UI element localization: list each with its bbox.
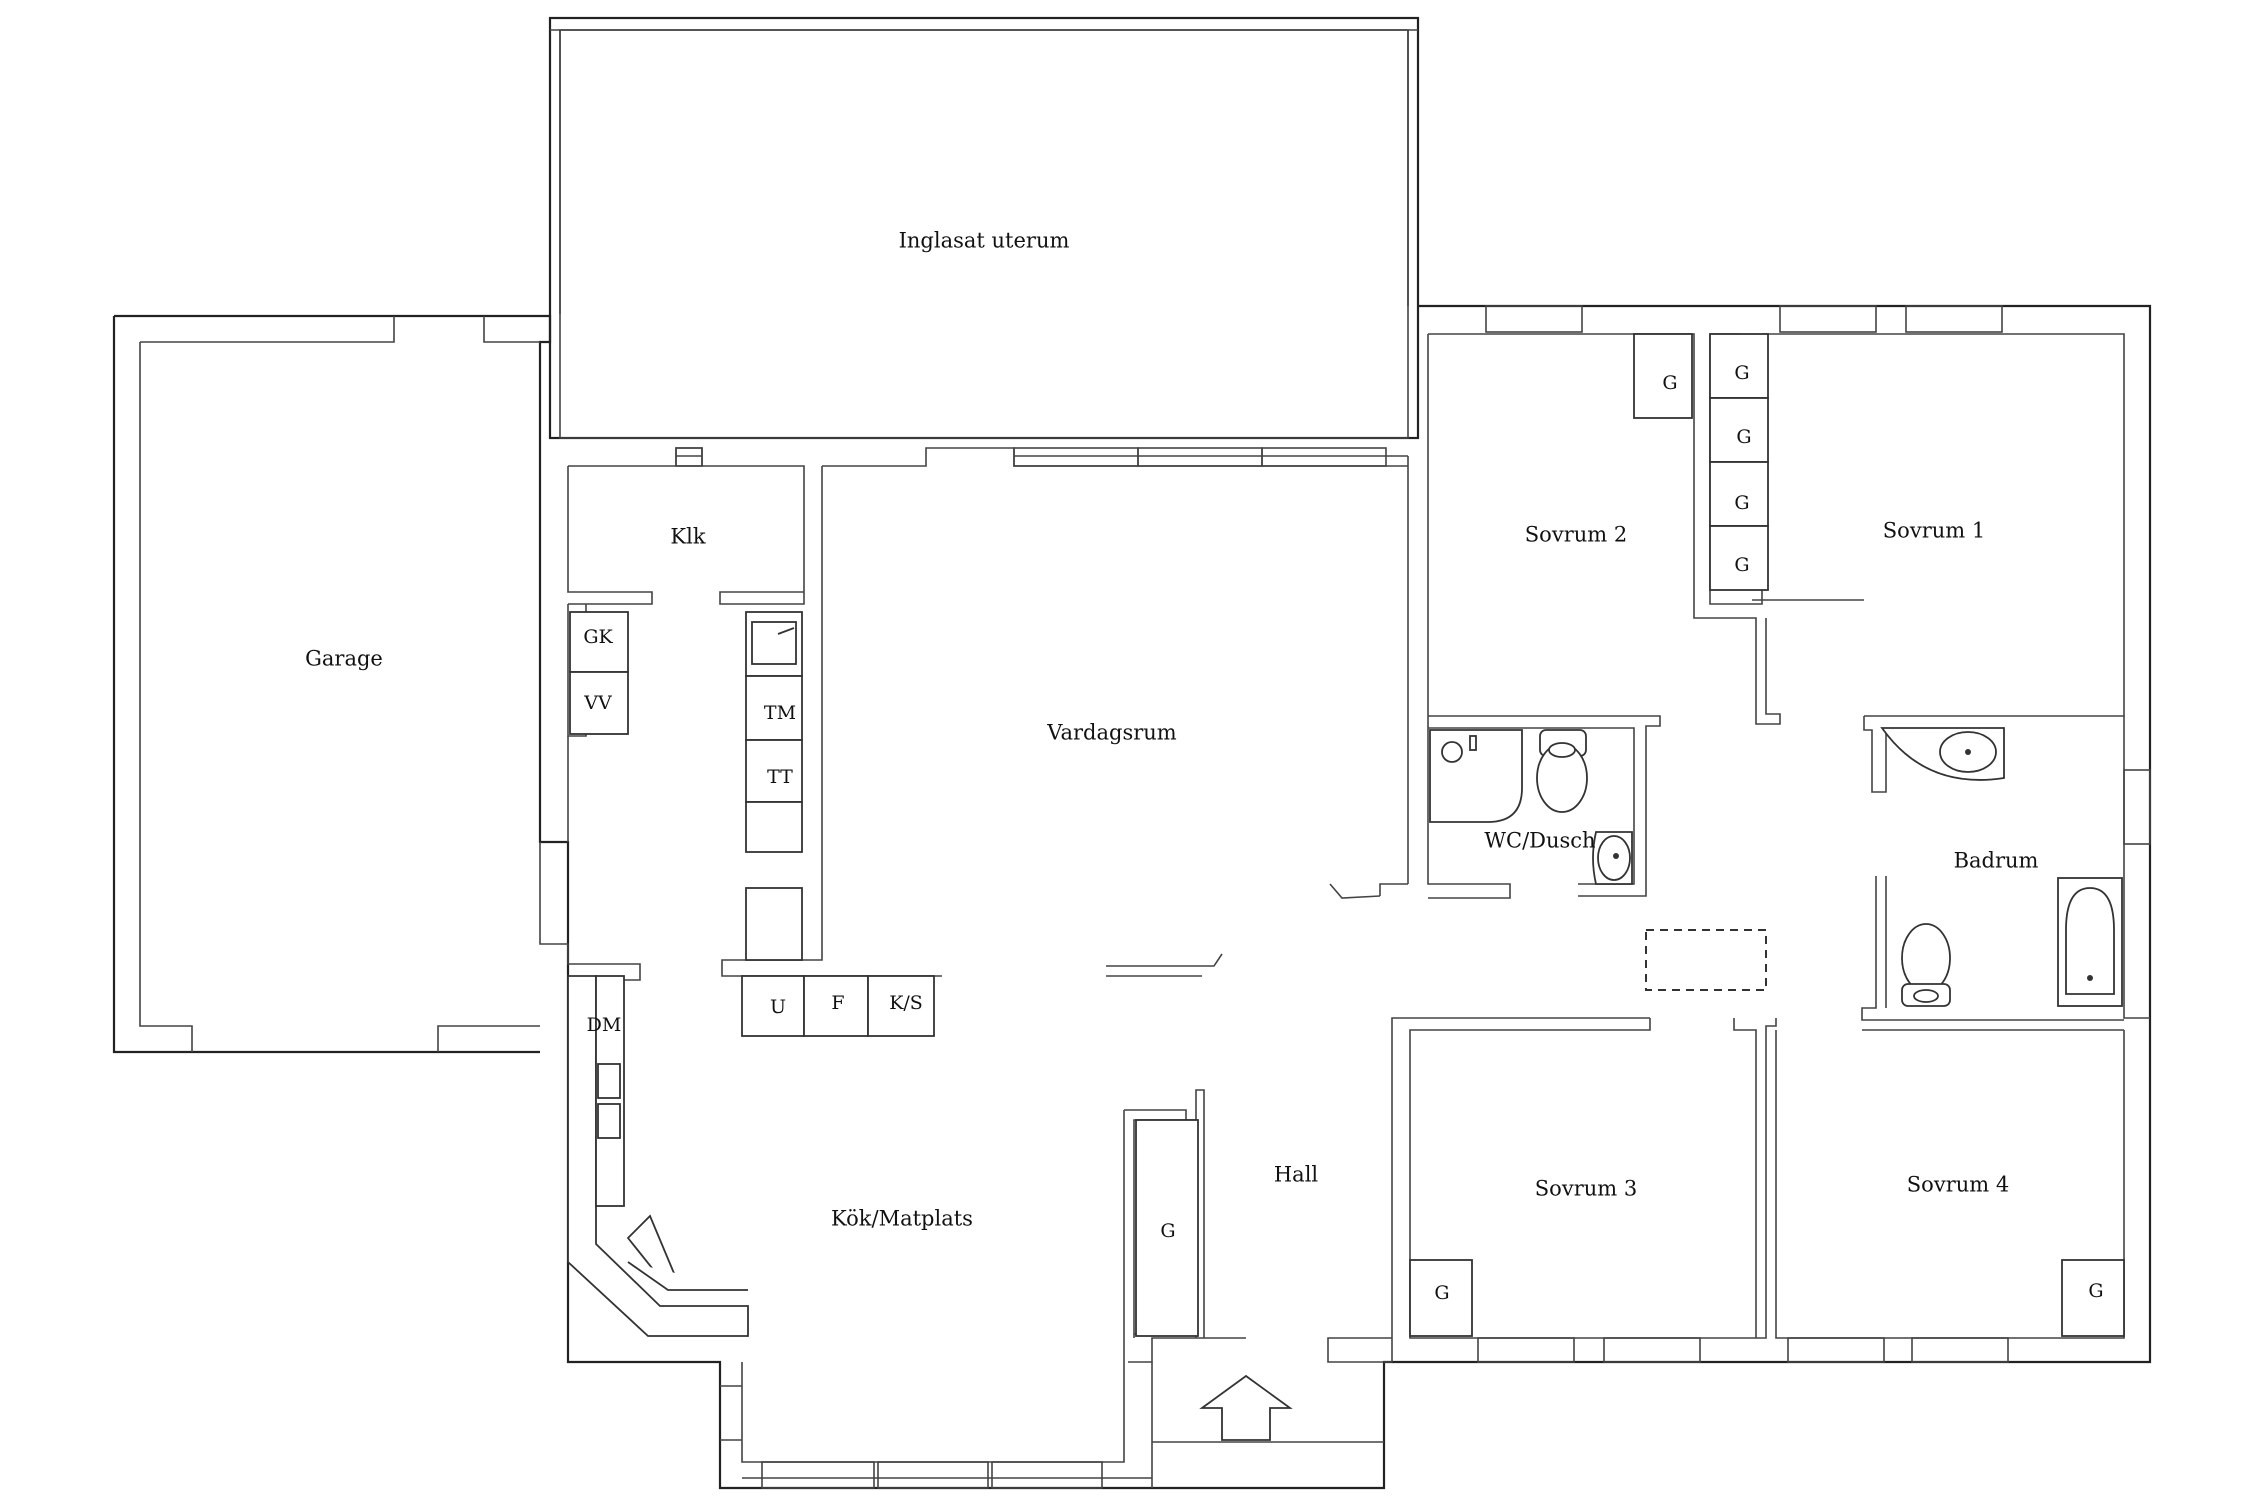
fixture-label-g-sovrum1-a: G — [1734, 362, 1749, 384]
closet-sovrum1-a — [1709, 333, 1769, 399]
kitchen-units — [741, 975, 935, 1037]
closet-sovrum2 — [1633, 333, 1693, 419]
fixture-label-g-sovrum1-b: G — [1736, 426, 1751, 448]
gk-cabinet — [569, 611, 629, 673]
sink-right-icon — [597, 1103, 621, 1139]
fixture-label-g-hall: G — [1160, 1220, 1175, 1242]
attic-hatch — [1645, 929, 1767, 991]
fixture-label-dm: DM — [587, 1014, 622, 1036]
room-label-hall: Hall — [1274, 1163, 1319, 1187]
sunroom-walls — [548, 16, 1420, 440]
room-label-uterum: Inglasat uterum — [899, 229, 1070, 253]
room-label-wc: WC/Dusch — [1484, 829, 1595, 853]
kitchen-counter — [567, 975, 749, 1337]
oven-unit — [741, 975, 805, 1037]
wc-fixtures — [1429, 729, 1633, 885]
fixture-label-vv: VV — [583, 692, 612, 714]
closet-sovrum3 — [1409, 1259, 1473, 1337]
bedroom-closets — [1135, 333, 2125, 1337]
room-label-sovrum3: Sovrum 3 — [1535, 1177, 1637, 1201]
room-label-badrum: Badrum — [1954, 849, 2039, 873]
room-label-klk: Klk — [670, 525, 705, 549]
fixture-label-g-sovrum4: G — [2088, 1280, 2103, 1302]
fixture-label-ks: K/S — [889, 992, 923, 1014]
closet-hall — [1135, 1119, 1199, 1337]
fixture-label-tm: TM — [764, 702, 796, 724]
fixture-label-f: F — [831, 992, 844, 1014]
closet-sovrum4 — [2061, 1259, 2125, 1337]
sink-icon — [751, 621, 797, 665]
room-label-sovrum2: Sovrum 2 — [1525, 523, 1627, 547]
windows — [675, 305, 2151, 1489]
tt-cabinet — [745, 739, 803, 803]
fixture-label-gk: GK — [583, 626, 613, 648]
bath-toilet-icon — [1901, 923, 1951, 993]
closet-sovrum1-d — [1709, 525, 1769, 591]
closet-sovrum1-b — [1709, 397, 1769, 463]
room-label-vardagsrum: Vardagsrum — [1046, 721, 1177, 745]
fixture-label-g-sovrum2: G — [1662, 372, 1677, 394]
garage-walls — [112, 304, 2152, 1490]
room-label-kok: Kök/Matplats — [831, 1207, 973, 1231]
fixture-label-u: U — [770, 996, 786, 1018]
entrance-arrow-icon — [1199, 1374, 1293, 1441]
fridge-unit — [803, 975, 869, 1037]
fixture-label-g-sovrum3: G — [1434, 1282, 1449, 1304]
room-label-sovrum4: Sovrum 4 — [1907, 1173, 2009, 1197]
fixture-label-tt: TT — [767, 766, 793, 788]
fixture-label-g-sovrum1-d: G — [1734, 554, 1749, 576]
room-label-garage: Garage — [305, 647, 383, 671]
sink-left-icon — [597, 1063, 621, 1099]
vv-cabinet — [569, 671, 629, 735]
tm-cabinet — [745, 675, 803, 741]
room-label-sovrum1: Sovrum 1 — [1883, 519, 1985, 543]
laundry-counter — [569, 611, 803, 961]
freezer-unit — [867, 975, 935, 1037]
fixture-label-g-sovrum1-c: G — [1734, 492, 1749, 514]
bathroom-fixtures — [1880, 727, 2123, 1007]
